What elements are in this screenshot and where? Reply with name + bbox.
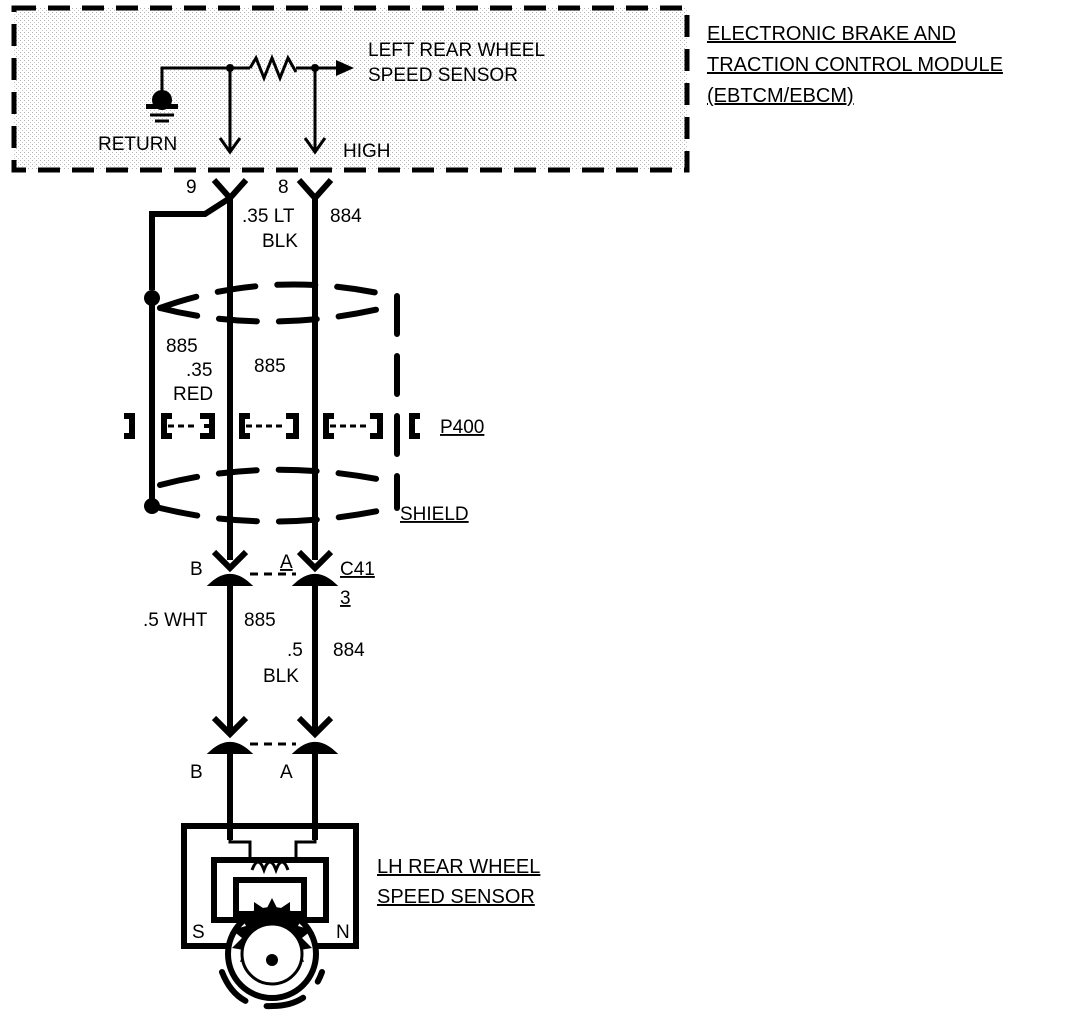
shield-cylinder bbox=[157, 281, 400, 525]
wires bbox=[144, 195, 318, 560]
splice-p400 bbox=[124, 413, 420, 439]
internal-sensor-label-2: SPEED SENSOR bbox=[368, 65, 518, 86]
wire-884-color-label: BLK bbox=[262, 231, 298, 252]
ebtcm-module: LEFT REAR WHEEL SPEED SENSOR RETURN HIGH bbox=[11, 5, 690, 173]
module-shaded-area bbox=[14, 8, 687, 170]
connector-c41 bbox=[206, 549, 339, 586]
internal-sensor-label-1: LEFT REAR WHEEL bbox=[368, 40, 545, 61]
c41-pin-b-label: B bbox=[190, 559, 203, 580]
wire-884-lower-size: .5 bbox=[287, 640, 303, 661]
shield-label: SHIELD bbox=[400, 504, 469, 525]
return-label: RETURN bbox=[98, 134, 177, 155]
wire-884-lower-color: BLK bbox=[263, 666, 299, 687]
sensor-label-line-2: SPEED SENSOR bbox=[377, 886, 535, 908]
wire-884-lower-circuit: 884 bbox=[333, 640, 365, 661]
pin-8-label: 8 bbox=[278, 177, 289, 198]
wire-885-circuit-label-right: 885 bbox=[254, 356, 286, 377]
lower-wires bbox=[211, 584, 334, 739]
wire-885-circuit-label-left: 885 bbox=[166, 336, 198, 357]
c41-pin-a-label: A bbox=[280, 552, 293, 573]
internal-sensor-resistor bbox=[218, 53, 354, 155]
sensor-pole-n: N bbox=[336, 922, 350, 943]
wire-884-circuit-label: 884 bbox=[330, 206, 362, 227]
module-title-line-2: TRACTION CONTROL MODULE bbox=[707, 54, 1003, 76]
wire-885-lower-circuit: 885 bbox=[244, 610, 276, 631]
wheel-speed-sensor bbox=[181, 823, 359, 1010]
module-connector-terminals bbox=[211, 178, 334, 203]
module-dashed-border bbox=[11, 5, 690, 173]
c41-sub-label: 3 bbox=[340, 588, 351, 609]
sensor-label-line-1: LH REAR WHEEL bbox=[377, 856, 540, 878]
sensor-pin-a-label: A bbox=[280, 762, 293, 783]
module-title-line-1: ELECTRONIC BRAKE AND bbox=[707, 23, 956, 45]
pin-9-label: 9 bbox=[186, 177, 197, 198]
c41-label: C41 bbox=[340, 559, 375, 580]
sensor-pin-b-label: B bbox=[190, 762, 203, 783]
ground-symbol bbox=[146, 66, 230, 123]
wire-885-color-label: RED bbox=[173, 384, 213, 405]
high-label: HIGH bbox=[343, 141, 391, 162]
wire-885-size-label: .35 bbox=[186, 360, 212, 381]
sensor-pole-s: S bbox=[192, 922, 205, 943]
module-title-line-3: (EBTCM/EBCM) bbox=[707, 85, 854, 107]
splice-label: P400 bbox=[440, 417, 484, 438]
wire-885-lower-size-color: .5 WHT bbox=[143, 610, 208, 631]
shield-drain-wire bbox=[149, 195, 232, 290]
wire-884-size-label: .35 LT bbox=[242, 206, 295, 227]
